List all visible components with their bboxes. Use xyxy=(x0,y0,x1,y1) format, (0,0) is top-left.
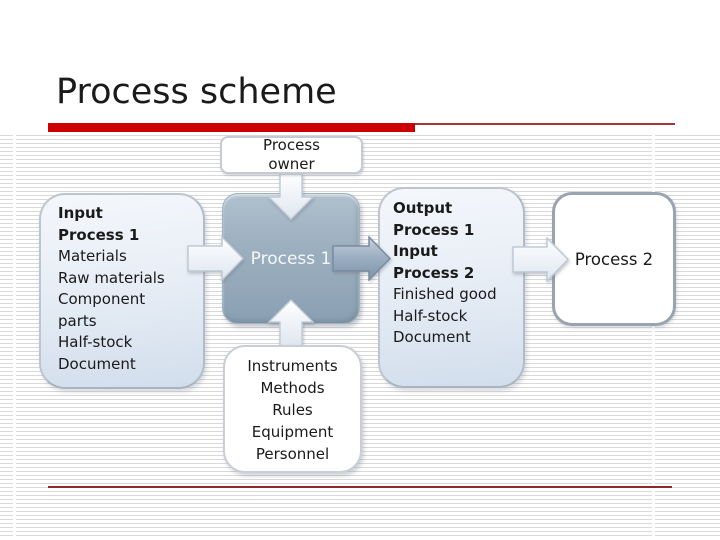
input-line: Materials xyxy=(58,247,127,265)
title-underline-bar xyxy=(48,123,415,132)
instruments-box: Instruments Methods Rules Equipment Pers… xyxy=(223,345,362,473)
process1-label: Process 1 xyxy=(250,248,332,269)
input-line: Half-stock xyxy=(58,333,133,351)
input-box-text: Input Process 1 Materials Raw materials … xyxy=(58,203,176,375)
input-line: Input xyxy=(58,204,103,222)
output-line: Document xyxy=(393,328,471,346)
output-line: Half-stock xyxy=(393,306,468,325)
output-box-text: Output Process 1 Input Process 2 Finishe… xyxy=(393,198,521,349)
output-line: Process 2 xyxy=(393,263,475,282)
process-owner-box: Process owner xyxy=(220,136,363,174)
instruments-line: Methods xyxy=(260,379,325,397)
instruments-line: Personnel xyxy=(255,445,330,463)
title-underline-line xyxy=(415,123,675,125)
instruments-line: Rules xyxy=(272,401,313,419)
output-line: Process 1 xyxy=(393,220,475,239)
output-line: Finished good xyxy=(393,285,497,303)
output-to-process2-arrow-right-icon xyxy=(512,237,570,282)
input-to-process1-arrow-right-icon xyxy=(187,236,245,281)
input-line: Raw materials xyxy=(58,268,165,287)
input-box: Input Process 1 Materials Raw materials … xyxy=(39,193,205,389)
process1-to-output-arrow-right-icon xyxy=(332,236,392,281)
page-title: Process scheme xyxy=(56,72,337,112)
input-line: Component parts xyxy=(58,290,146,330)
input-line: Document xyxy=(58,354,136,373)
output-line: Input xyxy=(393,242,438,260)
notebook-margin-right xyxy=(652,132,655,537)
process2-box: Process 2 xyxy=(552,192,676,326)
instruments-to-process1-arrow-up-icon xyxy=(268,299,314,348)
output-box: Output Process 1 Input Process 2 Finishe… xyxy=(378,187,525,388)
output-line: Output xyxy=(393,199,453,217)
instruments-line: Equipment xyxy=(251,423,334,441)
instruments-line: Instruments xyxy=(247,357,338,375)
notebook-margin-left xyxy=(13,132,16,537)
process-owner-label: Process owner xyxy=(263,136,320,173)
bottom-rule xyxy=(48,486,672,488)
owner-to-process1-arrow-down-icon xyxy=(268,173,314,220)
process2-label: Process 2 xyxy=(574,249,654,269)
input-line: Process 1 xyxy=(58,225,140,244)
